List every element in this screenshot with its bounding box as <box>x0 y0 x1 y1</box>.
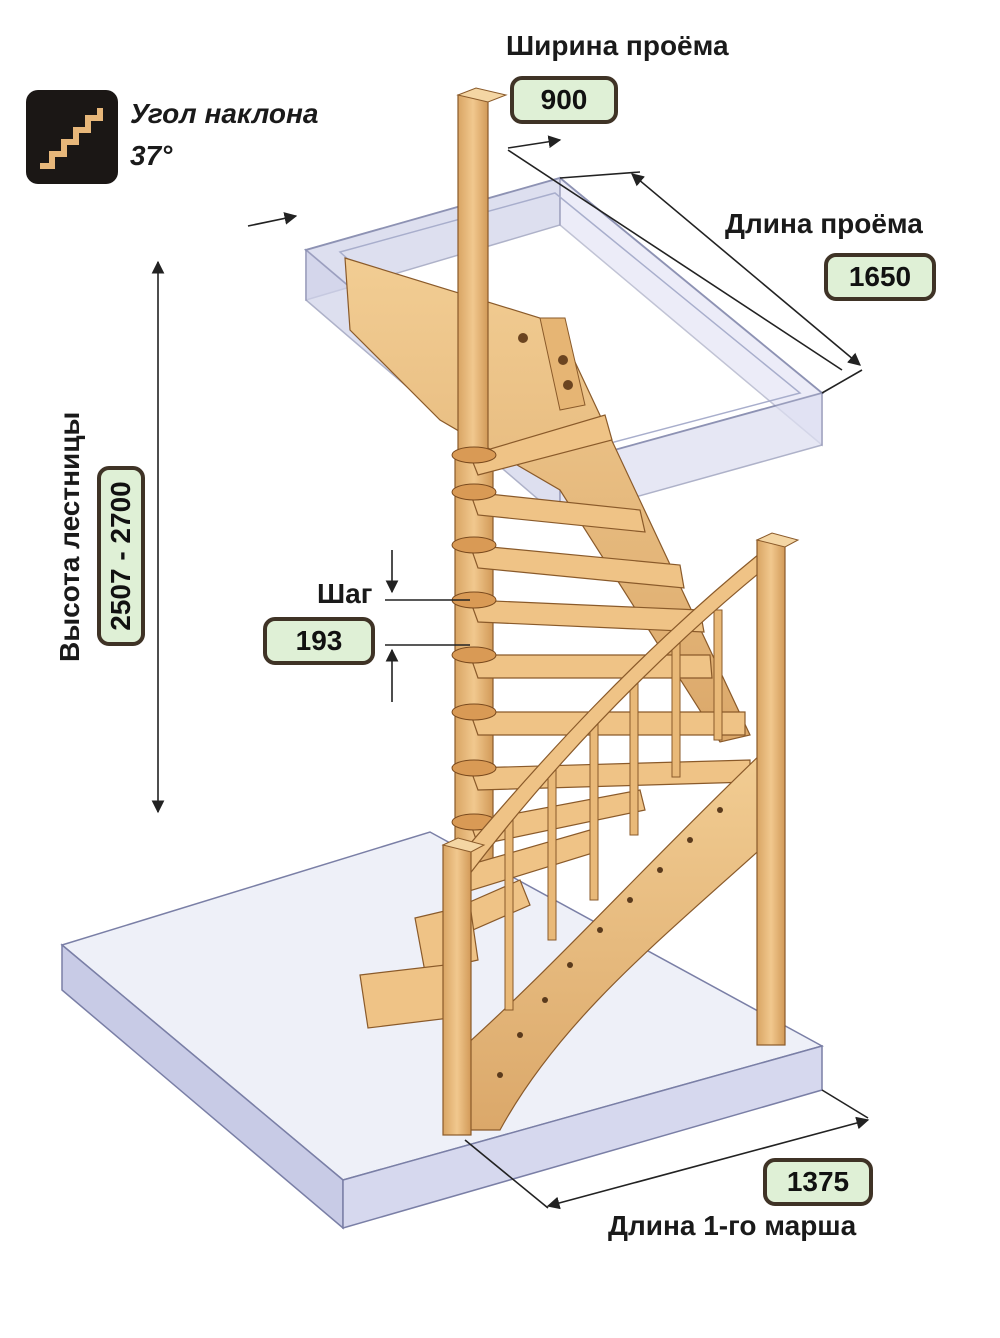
opening-length-value: 1650 <box>824 253 936 301</box>
dimension-lines <box>151 135 870 1210</box>
angle-value: 37° <box>130 140 173 171</box>
step-value: 193 <box>263 617 375 665</box>
stair-height-label: Высота лестницы <box>54 411 85 662</box>
step-label: Шаг <box>317 578 373 609</box>
stair-height-value: 2507 - 2700 <box>97 466 145 646</box>
first-flight-value: 1375 <box>763 1158 873 1206</box>
balusters <box>504 609 723 1011</box>
opening-width-label: Ширина проёма <box>506 30 729 61</box>
opening-length-label: Длина проёма <box>725 208 923 239</box>
first-flight-label: Длина 1-го марша <box>608 1210 857 1241</box>
stairs-icon <box>26 90 118 184</box>
angle-title: Угол наклона <box>130 98 319 129</box>
newel-posts <box>441 532 800 1136</box>
opening-width-value: 900 <box>510 76 618 124</box>
